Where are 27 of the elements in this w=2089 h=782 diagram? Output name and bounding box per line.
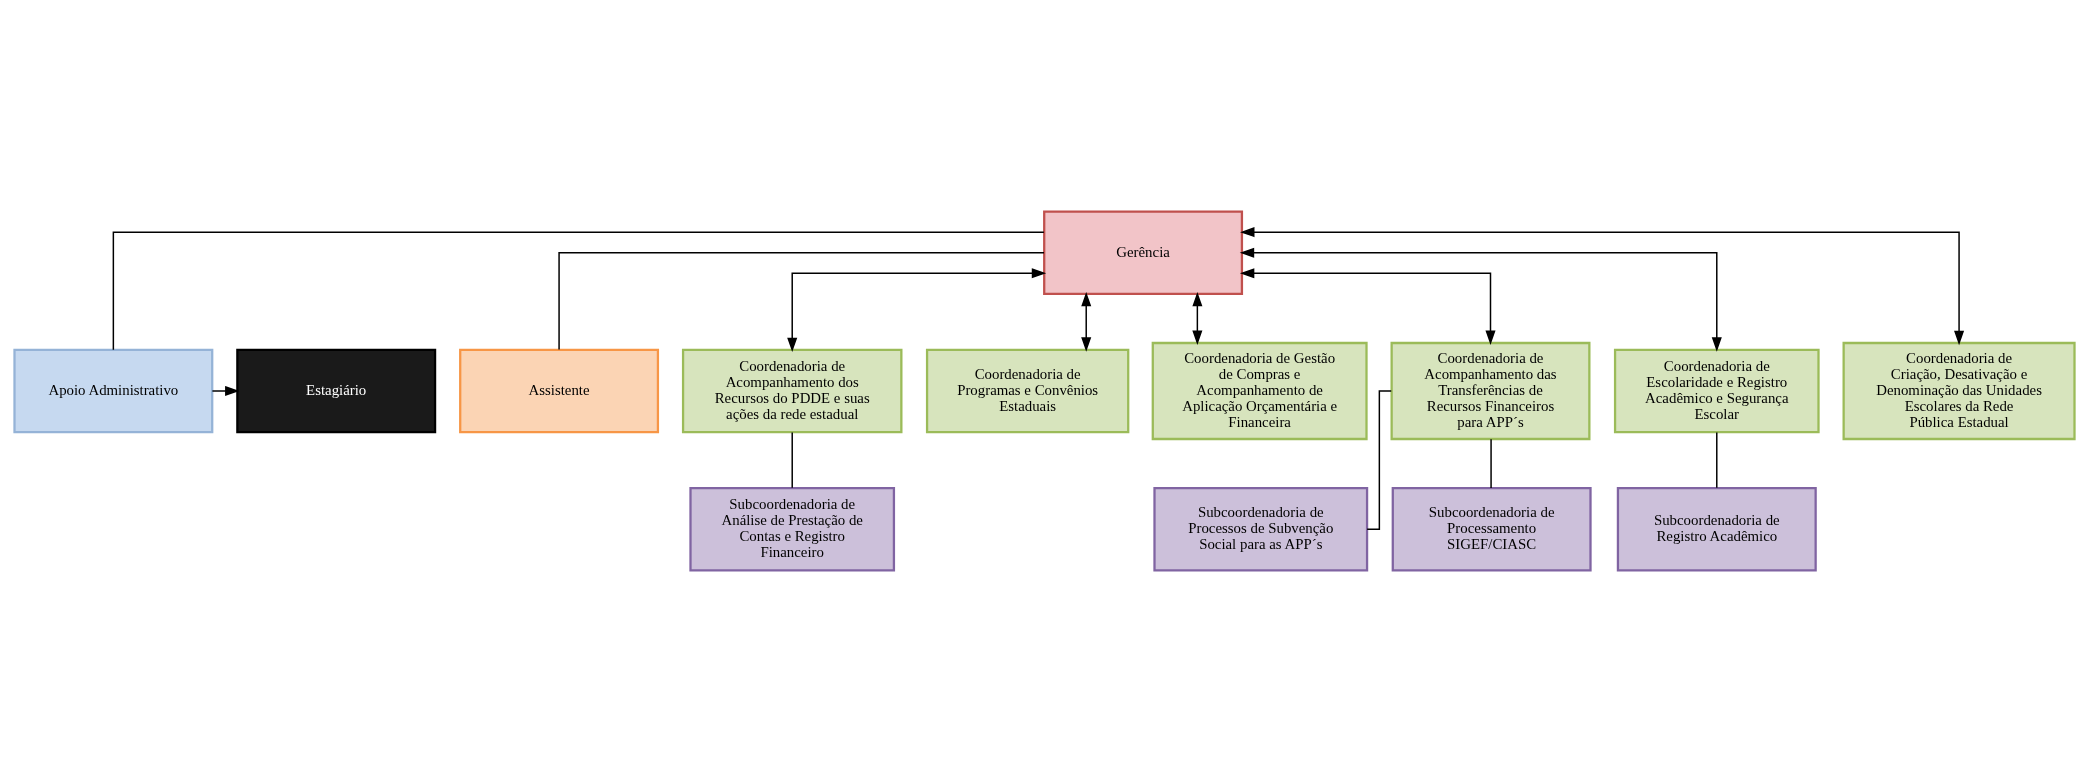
arrow bbox=[211, 385, 240, 397]
node-box: Subcoordenadoria de Processamento SIGEF/CIASC bbox=[1391, 487, 1592, 572]
connector bbox=[112, 231, 1045, 351]
arrow bbox=[1192, 291, 1203, 345]
node-box: Coordenadoria de Acompanhamento das Transferências de Recursos Financeiros para APP´s bbox=[1390, 341, 1591, 441]
node-box: Gerência bbox=[1043, 210, 1244, 295]
arrow bbox=[1240, 227, 1965, 346]
node-box: Subcoordenadoria de Análise de Prestação de Contas e Registro Financeiro bbox=[689, 487, 896, 572]
node-box: Coordenadoria de Acompanhamento dos Recursos do PDDE e suas ações da rede estadual bbox=[681, 348, 903, 434]
arrow bbox=[787, 268, 1047, 353]
node-box: Estagiário bbox=[236, 348, 437, 434]
node-box: Coordenadoria de Criação, Desativação e Denominação das Unidades Escolares da Rede Pública Estadual bbox=[1842, 341, 2076, 441]
connector bbox=[1366, 390, 1392, 531]
node-box: Assistente bbox=[459, 348, 660, 434]
connector bbox=[1490, 438, 1492, 489]
node-box: Subcoordenadoria de Registro Acadêmico bbox=[1616, 487, 1817, 572]
connector bbox=[791, 431, 793, 489]
node-box: Subcoordenadoria de Processos de Subvenção Social para as APP´s bbox=[1153, 487, 1369, 572]
node-box: Apoio Administrativo bbox=[13, 348, 214, 434]
arrow bbox=[1239, 268, 1496, 346]
arrow bbox=[1081, 291, 1092, 352]
connector bbox=[558, 251, 1045, 351]
arrow bbox=[1239, 247, 1722, 352]
node-box: Coordenadoria de Programas e Convênios Estaduais bbox=[925, 348, 1130, 434]
connector bbox=[1716, 431, 1718, 489]
node-box: Coordenadoria de Gestão de Compras e Acompanhamento de Aplicação Orçamentária e Financeira bbox=[1151, 341, 1368, 441]
node-box: Coordenadoria de Escolaridade e Registro Acadêmico e Segurança Escolar bbox=[1613, 348, 1820, 434]
